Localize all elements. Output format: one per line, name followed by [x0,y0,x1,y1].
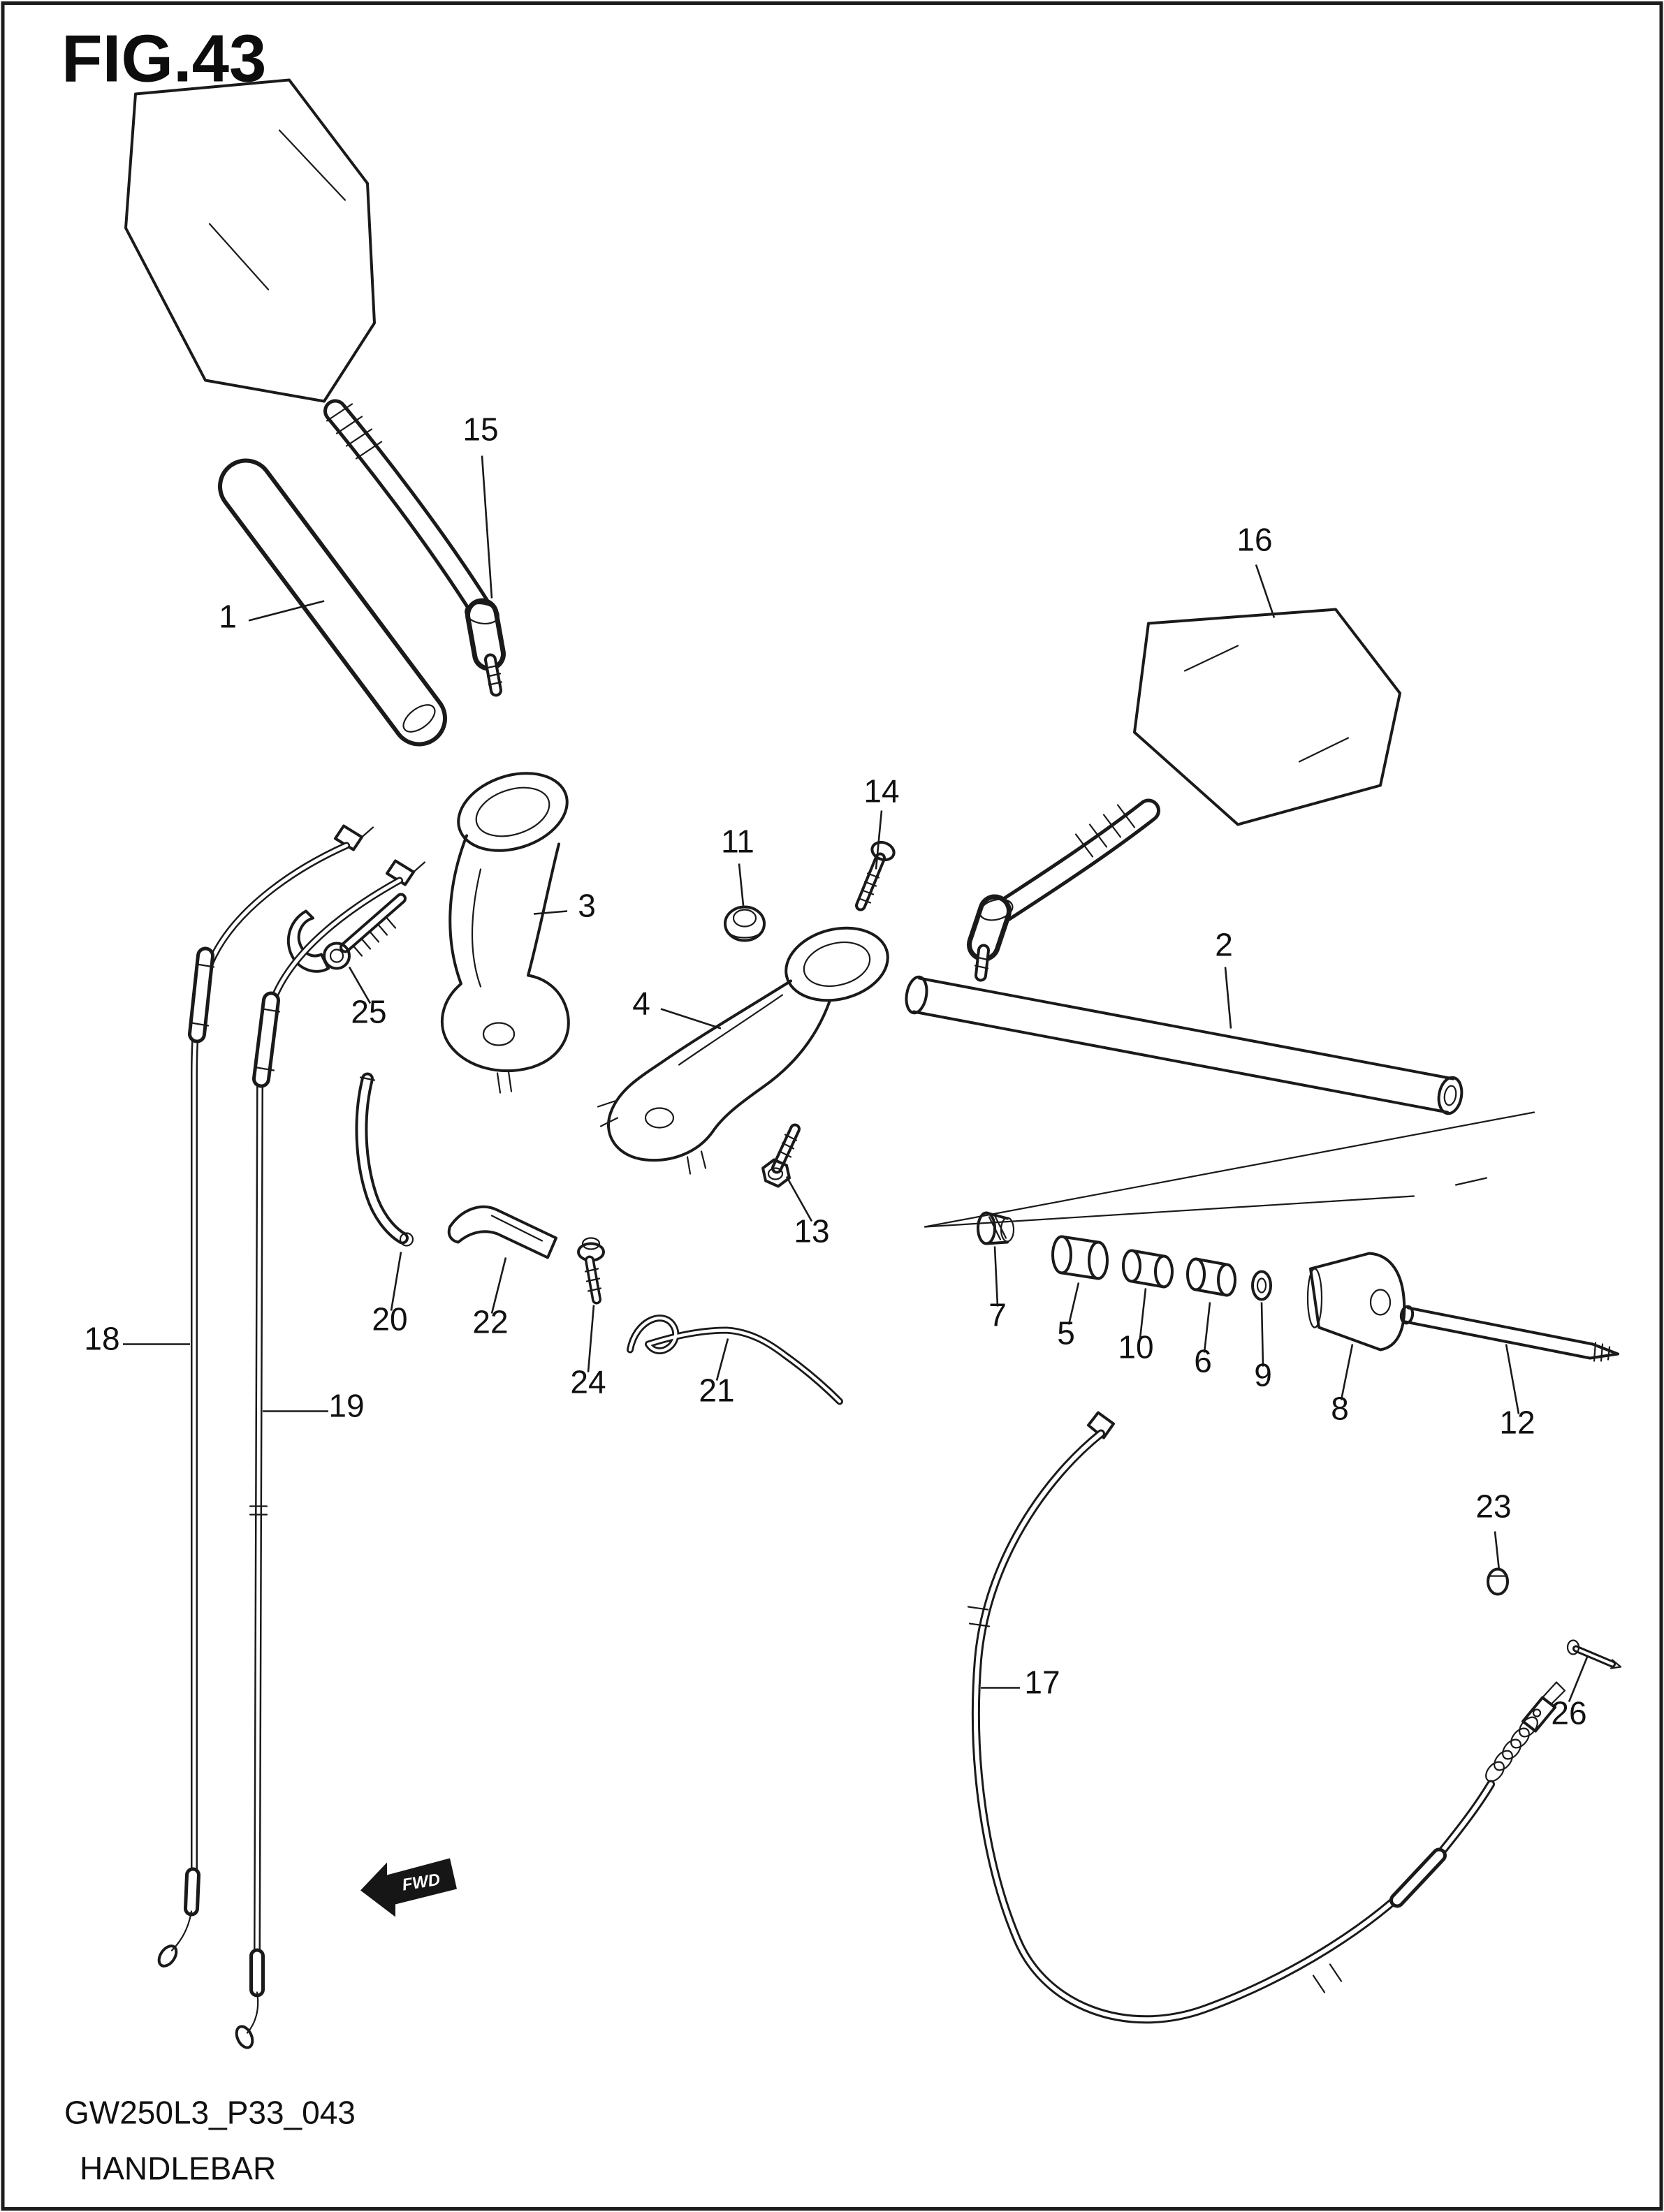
mirror-left-15 [124,78,506,697]
spacer-10 [1122,1249,1174,1289]
callout-26: 26 [1551,1695,1586,1731]
callout-13: 13 [794,1213,829,1250]
figure-title: FIG.43 [61,22,266,96]
figure-name: HANDLEBAR [80,2151,276,2187]
bar-end-8 [1306,1252,1406,1352]
callout-25: 25 [351,994,386,1030]
callout-5: 5 [1057,1315,1075,1352]
callout-6: 6 [1194,1343,1212,1379]
callout-labels: 1 2 3 4 5 6 7 8 9 10 11 12 13 14 15 16 1… [84,411,1586,1731]
wire-guide-21 [627,1314,843,1405]
washer-9 [1251,1270,1272,1301]
leader-lines [123,455,1589,1702]
explode-guide-lines [924,1111,1535,1228]
callout-15: 15 [462,411,498,448]
callout-18: 18 [84,1321,119,1357]
callout-12: 12 [1499,1405,1535,1441]
cable-19 [235,859,426,2049]
pin-26 [1566,1639,1622,1669]
callout-1: 1 [219,599,237,635]
grip-1 [218,458,447,747]
callout-4: 4 [632,986,650,1022]
spacer-6 [1186,1257,1236,1297]
bolt-13 [761,1123,801,1188]
cap-23 [1487,1567,1509,1596]
clutch-cable-17 [967,1411,1566,2024]
callout-7: 7 [988,1297,1007,1333]
document-code: GW250L3_P33_043 [64,2095,356,2131]
clamp-22 [447,1205,557,1259]
callout-8: 8 [1331,1391,1349,1427]
callout-3: 3 [578,888,596,924]
callout-19: 19 [328,1388,364,1424]
callout-2: 2 [1215,927,1233,963]
callout-17: 17 [1024,1664,1060,1701]
callout-14: 14 [863,773,899,810]
callout-11: 11 [721,823,754,860]
grommet-11 [724,905,766,942]
callout-21: 21 [699,1372,734,1409]
callout-23: 23 [1475,1488,1511,1525]
callout-22: 22 [472,1304,508,1340]
bolt-25 [323,893,407,970]
bushing-7 [977,1211,1015,1245]
bolt-12 [1399,1305,1619,1362]
cable-bracket [286,909,330,973]
holder-front-3 [440,772,570,1094]
cable-18 [157,824,374,1968]
callout-20: 20 [372,1301,407,1338]
holder-rear-4 [597,926,889,1175]
callout-10: 10 [1118,1329,1153,1365]
mirror-right-16 [967,608,1401,982]
fwd-arrow-icon: FWD [360,1858,457,1917]
handlebar-tube-2 [905,975,1464,1115]
callout-16: 16 [1236,522,1272,558]
screw-24 [577,1237,605,1305]
callout-9: 9 [1254,1357,1272,1393]
bracket-20 [355,1072,414,1247]
callout-24: 24 [570,1364,606,1400]
spacer-5 [1051,1235,1109,1280]
